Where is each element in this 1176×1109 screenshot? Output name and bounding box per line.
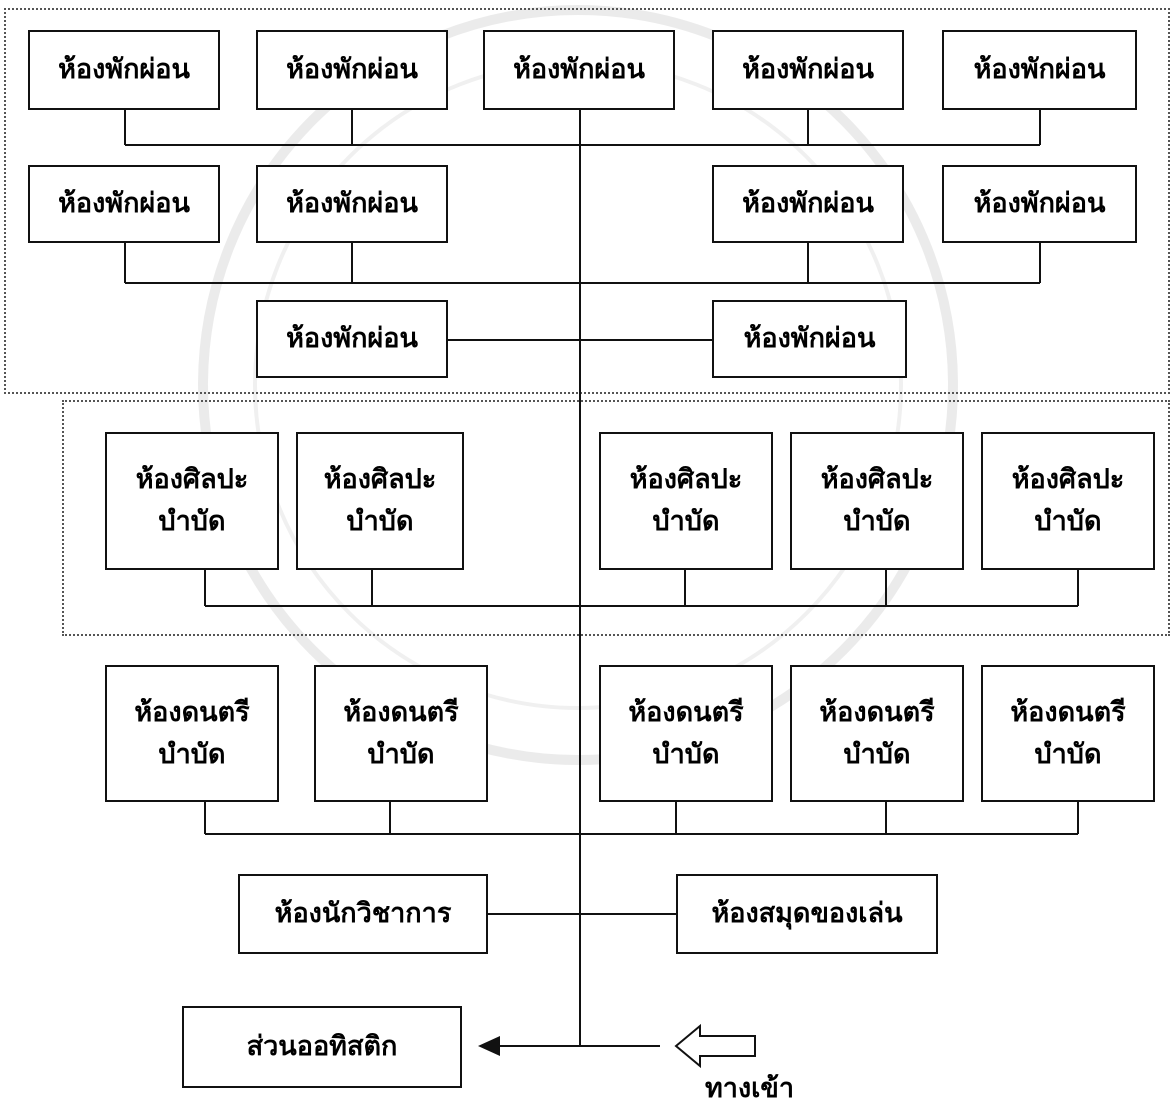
rest-zone-boundary: [4, 8, 1170, 394]
rest-room-box: ห้องพักผ่อน: [942, 30, 1137, 110]
art-therapy-room-box: ห้องศิลปะบำบัด: [105, 432, 279, 570]
art-therapy-room-box: ห้องศิลปะบำบัด: [296, 432, 464, 570]
rest-room-box: ห้องพักผ่อน: [483, 30, 675, 110]
rest-room-box: ห้องพักผ่อน: [256, 165, 448, 243]
toy-library-box: ห้องสมุดของเล่น: [676, 874, 938, 954]
arrow-head-to-autistic: [478, 1036, 500, 1056]
music-therapy-room-box: ห้องดนตรีบำบัด: [599, 665, 773, 802]
art-therapy-room-box: ห้องศิลปะบำบัด: [981, 432, 1155, 570]
music-therapy-room-box: ห้องดนตรีบำบัด: [790, 665, 964, 802]
autistic-area-box: ส่วนออทิสติก: [182, 1006, 462, 1088]
rest-room-box: ห้องพักผ่อน: [28, 165, 220, 243]
rest-room-box: ห้องพักผ่อน: [712, 300, 907, 378]
art-therapy-room-box: ห้องศิลปะบำบัด: [599, 432, 773, 570]
rest-room-box: ห้องพักผ่อน: [256, 300, 448, 378]
rest-room-box: ห้องพักผ่อน: [712, 165, 904, 243]
rest-room-box: ห้องพักผ่อน: [28, 30, 220, 110]
music-therapy-room-box: ห้องดนตรีบำบัด: [105, 665, 279, 802]
rest-room-box: ห้องพักผ่อน: [942, 165, 1137, 243]
academic-room-box: ห้องนักวิชาการ: [238, 874, 488, 954]
rest-room-box: ห้องพักผ่อน: [712, 30, 904, 110]
rest-room-box: ห้องพักผ่อน: [256, 30, 448, 110]
entrance-label: ทางเข้า: [705, 1073, 794, 1104]
entrance-arrow-icon: [674, 1023, 756, 1069]
music-therapy-room-box: ห้องดนตรีบำบัด: [314, 665, 488, 802]
art-zone-boundary: [62, 400, 1170, 636]
art-therapy-room-box: ห้องศิลปะบำบัด: [790, 432, 964, 570]
music-therapy-room-box: ห้องดนตรีบำบัด: [981, 665, 1155, 802]
